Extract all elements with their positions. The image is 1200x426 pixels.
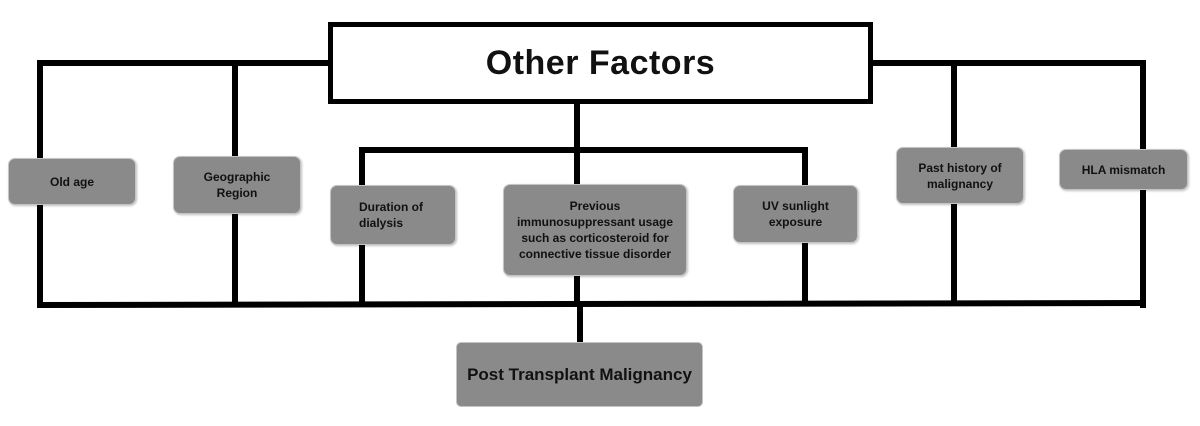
factor-label: Geographic Region [203,170,271,200]
factor-previous-immunosuppressant: Previous immunosuppressant usage such as… [503,184,687,276]
title-box: Other Factors [328,22,873,104]
factor-old-age: Old age [8,158,136,205]
factor-past-history-malignancy: Past history of malignancy [896,147,1024,204]
outcome-box: Post Transplant Malignancy [456,342,703,407]
factor-label: Old age [49,174,94,189]
factor-geographic-region: Geographic Region [173,156,301,214]
factor-duration-of-dialysis: Duration of dialysis [330,185,456,245]
factor-label: Past history of malignancy [918,160,1002,191]
factor-uv-sunlight: UV sunlight exposure [733,185,858,243]
factor-label: Duration of dialysis [359,200,423,230]
factor-label: Previous immunosuppressant usage such as… [516,199,674,261]
bottom-bus [36,299,1147,309]
outcome-text: Post Transplant Malignancy [467,364,692,384]
factor-label: HLA mismatch [1081,162,1166,177]
factor-label: UV sunlight exposure [762,199,829,229]
title-text: Other Factors [485,43,716,82]
factor-hla-mismatch: HLA mismatch [1059,149,1188,190]
